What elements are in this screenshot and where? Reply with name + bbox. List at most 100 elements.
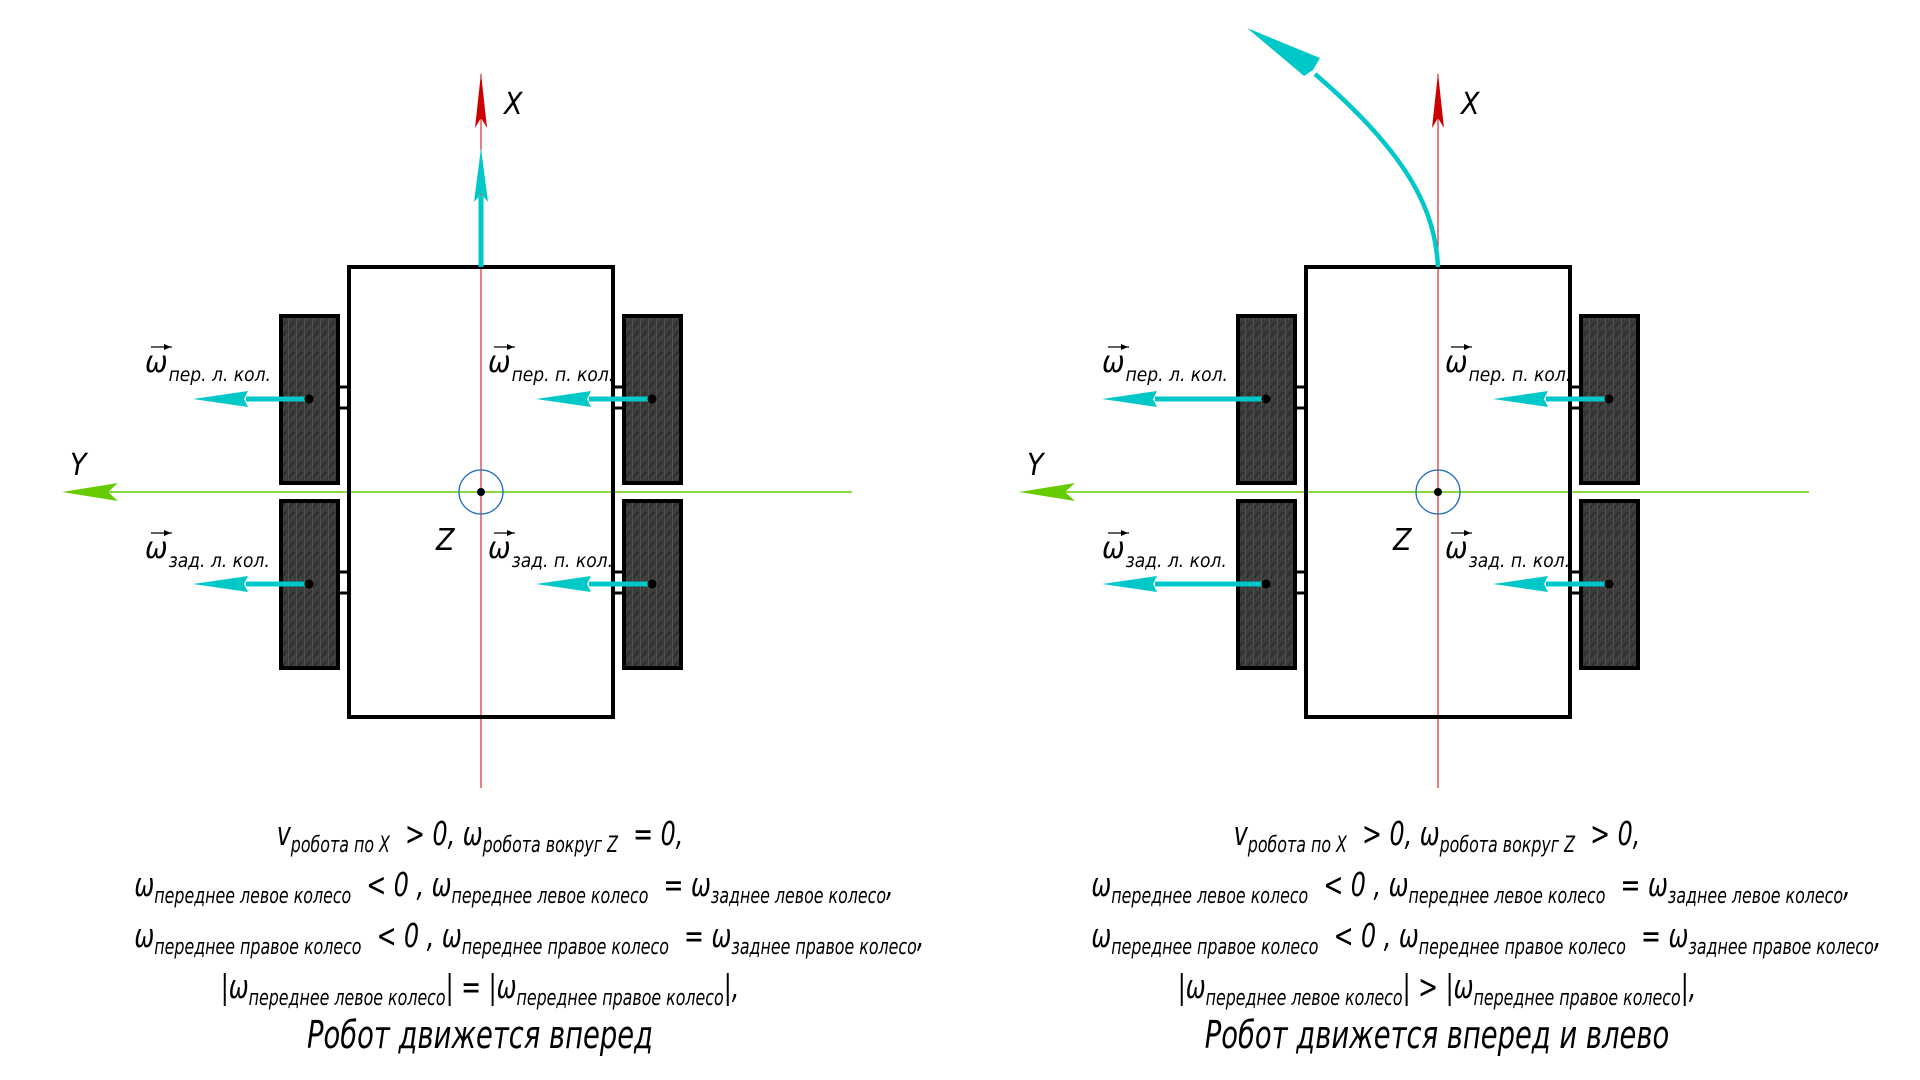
formula-subscript: переднее правое колесо	[1111, 935, 1319, 960]
formula-term: < 0 , ω	[1318, 916, 1419, 955]
label-rear-left: ωзад. л. кол.	[1102, 531, 1227, 572]
z-axis-label: Z	[1392, 523, 1412, 558]
label-front-left-subscript: пер. л. кол.	[169, 364, 271, 386]
formula-term: v	[1233, 814, 1248, 853]
vector-front-right-hub	[1604, 394, 1614, 404]
center-point	[1434, 488, 1442, 496]
label-front-right-subscript: пер. п. кол.	[512, 364, 615, 386]
label-front-right-vector-arrow-icon	[507, 344, 514, 350]
vector-front-left-head	[193, 391, 248, 407]
vector-rear-left-head	[1102, 576, 1157, 592]
robot-curved-velocity-shaft	[1313, 72, 1441, 268]
label-rear-right-vector-arrow-icon	[1464, 530, 1471, 536]
vector-rear-right-hub	[647, 579, 657, 589]
formula-subscript: переднее правое колесо	[1473, 986, 1681, 1011]
z-axis-marker-icon	[1415, 469, 1461, 515]
motion-caption: Робот движется вперед и влево	[1204, 1013, 1670, 1057]
label-front-left: ωпер. л. кол.	[145, 345, 271, 386]
formula-term: < 0 , ω	[351, 865, 452, 904]
formula-line: vробота по X > 0, ωробота вокруг Z > 0,	[1091, 808, 1782, 859]
label-rear-right: ωзад. п. кол.	[1445, 531, 1570, 572]
y-axis-label: Y	[1027, 448, 1046, 483]
label-front-left-vector-arrow-icon	[1121, 344, 1128, 350]
formula-term: > 0,	[1575, 814, 1641, 853]
label-rear-right-subscript: зад. п. кол.	[1469, 550, 1570, 572]
formula-subscript: переднее правое колесо	[461, 935, 669, 960]
label-rear-right-vector-arrow-icon	[507, 530, 514, 536]
label-front-left-symbol: ω	[145, 345, 168, 380]
formula-line: |ωпереднее левое колесо| > |ωпереднее пр…	[1091, 961, 1782, 1012]
formula-line: ωпереднее правое колесо < 0 , ωпереднее …	[1091, 910, 1881, 961]
formula-subscript: переднее правое колесо	[516, 986, 724, 1011]
vector-rear-left-head	[193, 576, 248, 592]
label-rear-right: ωзад. п. кол.	[488, 531, 613, 572]
formula-subscript: переднее правое колесо	[154, 935, 362, 960]
formula-term: ω	[1091, 865, 1112, 904]
label-front-right-symbol: ω	[1445, 345, 1468, 380]
motion-caption: Робот движется вперед	[307, 1013, 653, 1057]
label-rear-left-vector-arrow-icon	[1121, 530, 1128, 536]
vector-rear-right-hub	[1604, 579, 1614, 589]
formula-subscript: переднее левое колесо	[1205, 986, 1403, 1011]
x-axis-label: X	[1459, 87, 1480, 122]
label-rear-right-subscript: зад. п. кол.	[512, 550, 613, 572]
y-axis-arrow-icon	[62, 483, 118, 501]
x-axis-arrow-icon	[1432, 73, 1444, 128]
formula-term: = ω	[1605, 865, 1668, 904]
vector-front-right-hub	[647, 394, 657, 404]
formula-term: > 0, ω	[1346, 814, 1440, 853]
vector-front-right-head	[1493, 391, 1548, 407]
vector-front-left-hub	[1261, 394, 1271, 404]
formula-term: < 0 , ω	[361, 916, 462, 955]
formula-term: ,	[916, 916, 925, 955]
vector-rear-right-head	[1493, 576, 1548, 592]
label-front-left-symbol: ω	[1102, 345, 1125, 380]
formula-subscript: переднее левое колесо	[154, 884, 352, 909]
x-axis-arrow-icon	[475, 73, 487, 128]
z-axis-label: Z	[435, 523, 455, 558]
formula-subscript: переднее левое колесо	[1408, 884, 1606, 909]
formula-subscript: переднее левое колесо	[248, 986, 446, 1011]
label-front-right-subscript: пер. п. кол.	[1469, 364, 1572, 386]
vector-rear-right-head	[536, 576, 591, 592]
label-front-right: ωпер. п. кол.	[488, 345, 614, 386]
formula-subscript: заднее правое колесо	[731, 935, 917, 960]
vector-front-left-hub	[304, 394, 314, 404]
formula-subscript: переднее левое колесо	[1111, 884, 1309, 909]
formula-line: vробота по X > 0, ωробота вокруг Z = 0,	[134, 808, 825, 859]
label-rear-left-symbol: ω	[145, 531, 168, 566]
vector-front-left-head	[1102, 391, 1157, 407]
formula-block-forward-left: vробота по X > 0, ωробота вокруг Z > 0, ω…	[1091, 808, 1881, 1058]
vector-rear-left-hub	[304, 579, 314, 589]
formula-subscript: робота вокруг Z	[1439, 833, 1576, 858]
formula-subscript: переднее правое колесо	[1418, 935, 1626, 960]
label-rear-left-subscript: зад. л. кол.	[169, 550, 270, 572]
z-axis-marker-icon	[458, 469, 504, 515]
formula-line: ωпереднее правое колесо < 0 , ωпереднее …	[134, 910, 924, 961]
label-front-left: ωпер. л. кол.	[1102, 345, 1228, 386]
formula-subscript: робота по X	[290, 833, 390, 858]
label-rear-left: ωзад. л. кол.	[145, 531, 270, 572]
label-rear-right-symbol: ω	[488, 531, 511, 566]
formula-term: |,	[723, 967, 740, 1006]
label-front-right-vector-arrow-icon	[1464, 344, 1471, 350]
formula-subscript: робота вокруг Z	[482, 833, 619, 858]
robot-velocity-arrow-icon	[474, 148, 488, 202]
label-front-right-symbol: ω	[488, 345, 511, 380]
formula-subscript: робота по X	[1247, 833, 1347, 858]
formula-term: | = |ω	[445, 967, 517, 1006]
formula-term: = 0,	[618, 814, 684, 853]
label-front-right: ωпер. п. кол.	[1445, 345, 1571, 386]
label-front-left-subscript: пер. л. кол.	[1126, 364, 1228, 386]
formula-term: = ω	[648, 865, 711, 904]
formula-term: ω	[134, 916, 155, 955]
y-axis-label: Y	[70, 448, 89, 483]
vector-front-right-head	[536, 391, 591, 407]
center-point	[477, 488, 485, 496]
x-axis-label: X	[502, 87, 523, 122]
label-rear-right-symbol: ω	[1445, 531, 1468, 566]
formula-line: |ωпереднее левое колесо| = |ωпереднее пр…	[134, 961, 825, 1012]
